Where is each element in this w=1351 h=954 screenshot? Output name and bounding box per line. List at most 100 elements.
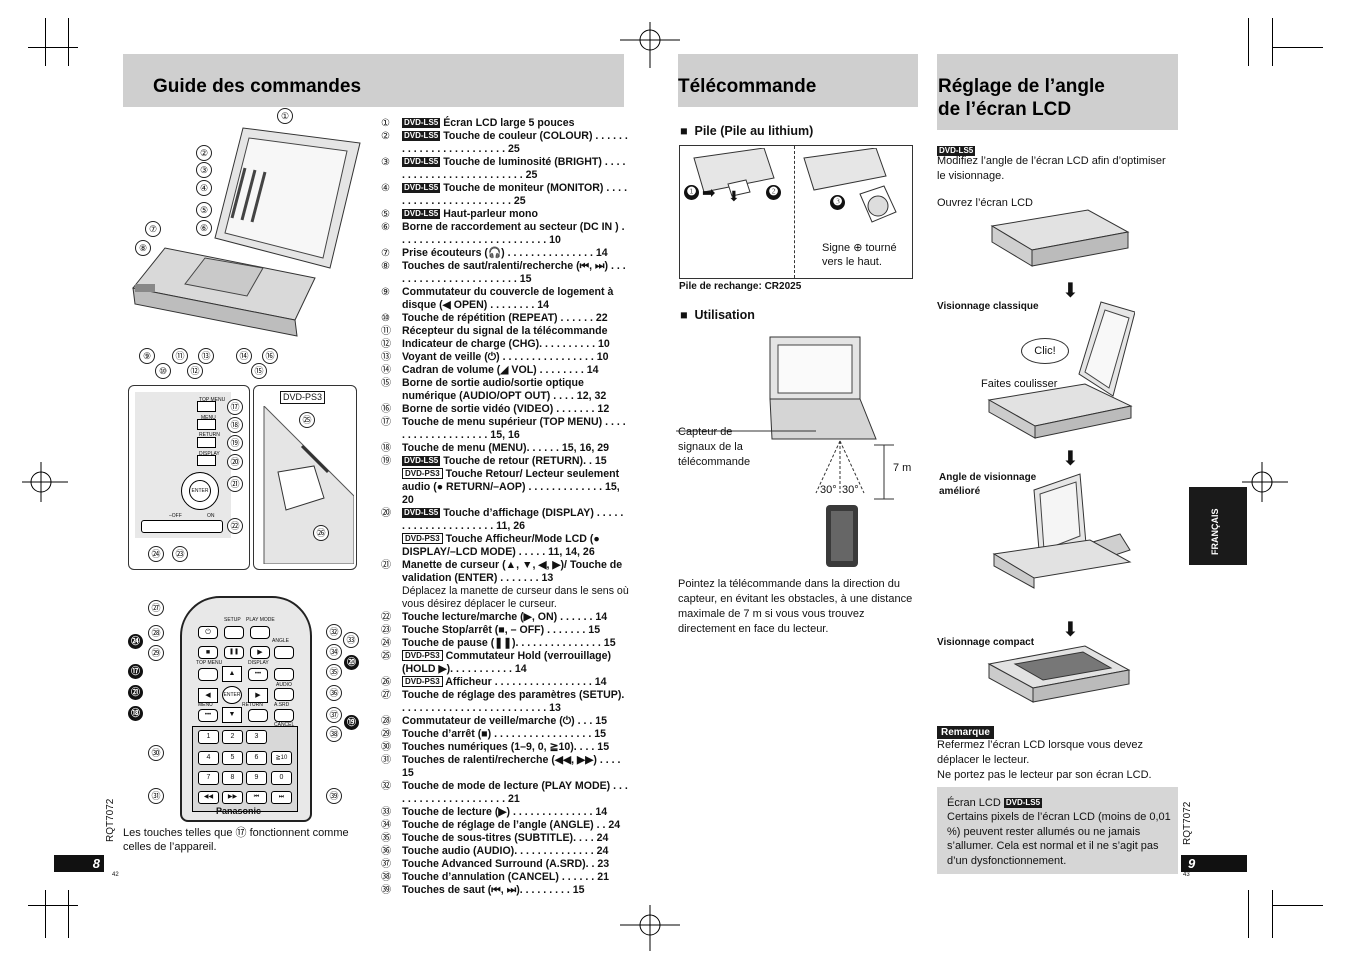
remote-back-drawing-2 xyxy=(803,148,897,223)
item-number: ④ xyxy=(381,183,390,194)
battery-heading-text: Pile (Pile au lithium) xyxy=(694,124,814,138)
item-number: ⑱ xyxy=(381,443,391,454)
item-text: Touche de réglage de l’angle (ANGLE) . .… xyxy=(402,819,621,831)
item-number: ⑤ xyxy=(381,209,390,220)
open-label: Ouvrez l’écran LCD xyxy=(937,197,1033,209)
remote-label: A.SRD xyxy=(274,702,290,708)
item-text: Touches numériques (1–9, 0, ≧10). . . . … xyxy=(402,741,610,753)
remote-digit: 7 xyxy=(198,771,219,785)
model-tag: DVD-PS3 xyxy=(402,533,443,544)
compact-view-drawing xyxy=(987,645,1131,703)
item-text-wrap: Touche lecture/marche (▶, ON) . . . . . … xyxy=(402,611,629,624)
item-text: Commutateur Hold (verrouillage) (HOLD ▶)… xyxy=(402,650,612,675)
item-text: Touche de répétition (REPEAT) . . . . . … xyxy=(402,312,608,324)
remote-label: MENU xyxy=(198,702,213,708)
item-text: Touche de luminosité (BRIGHT) . . . . . … xyxy=(402,156,626,181)
item-text: Touche de couleur (COLOUR) . . . . . . .… xyxy=(402,130,628,155)
note-box-tag: DVD-LS5 xyxy=(1003,798,1043,808)
item-number: ⑪ xyxy=(381,326,391,337)
lcd-title-1: Réglage de l’angle xyxy=(938,76,1105,97)
remote-enter: ENTER xyxy=(222,686,242,704)
remote-label: DISPLAY xyxy=(248,660,269,666)
control-list-item: DVD-PS3 Touche Afficheur/Mode LCD (● DIS… xyxy=(381,533,629,559)
control-list-item: ㊲ Touche Advanced Surround (A.SRD). . 23 xyxy=(381,858,629,871)
item-text-wrap: Commutateur du couvercle de logement à d… xyxy=(402,286,629,312)
improved-view-drawing xyxy=(992,473,1132,589)
item-text-wrap: Touche Stop/arrêt (■, – OFF) . . . . . .… xyxy=(402,624,629,637)
item-text-wrap: DVD-LS5 Écran LCD large 5 pouces xyxy=(402,117,629,130)
item-text: Touche d’annulation (CANCEL) . . . . . .… xyxy=(402,871,609,883)
remote-digit: 9 xyxy=(246,771,267,785)
arrow-right-icon: ➡ xyxy=(702,185,716,202)
item-number xyxy=(381,468,402,507)
item-text-wrap: DVD-LS5 Touche de moniteur (MONITOR) . .… xyxy=(402,182,629,208)
arrow-down-icon: ⬇ xyxy=(728,188,740,204)
item-number: ⑭ xyxy=(381,365,391,376)
model-tag: DVD-LS5 xyxy=(402,456,441,466)
remote-digit: 4 xyxy=(198,751,219,765)
item-text: Touche audio (AUDIO). . . . . . . . . . … xyxy=(402,845,609,857)
item-text: Touche de menu (MENU). . . . . . 15, 16,… xyxy=(402,442,610,454)
item-number: ⑧ xyxy=(381,261,390,272)
item-text-wrap: Touches de ralenti/recherche (◀◀, ▶▶) . … xyxy=(402,754,629,780)
item-number: ㉚ xyxy=(381,742,391,753)
item-number: ㉟ xyxy=(381,833,391,844)
item-text-wrap: Cadran de volume (◢ VOL) . . . . . . . .… xyxy=(402,364,629,377)
item-number xyxy=(381,585,402,611)
item-text-wrap: Touche de menu supérieur (TOP MENU) . . … xyxy=(402,416,629,442)
item-number: ② xyxy=(381,131,390,142)
item-text: Touche Stop/arrêt (■, – OFF) . . . . . .… xyxy=(402,624,601,636)
item-text-wrap: Touches de saut (⏮, ⏭). . . . . . . . . … xyxy=(402,884,629,897)
doc-code: RQT7072 xyxy=(105,798,116,842)
item-number: ㊲ xyxy=(381,859,391,870)
item-text-wrap: DVD-PS3 Touche Afficheur/Mode LCD (● DIS… xyxy=(402,533,629,559)
item-text: Touche de sous-titres (SUBTITLE). . . . … xyxy=(402,832,609,844)
language-tab-label: FRANÇAIS xyxy=(1210,508,1220,556)
item-text: Touche de retour (RETURN). . 15 xyxy=(443,455,607,467)
remote-label: SETUP xyxy=(224,617,241,623)
item-number: ⑰ xyxy=(381,417,391,428)
item-number: ㉞ xyxy=(381,820,391,831)
item-text-wrap: Touche Advanced Surround (A.SRD). . 23 xyxy=(402,858,629,871)
registration-mark-right xyxy=(1242,462,1288,502)
item-number: ⑫ xyxy=(381,339,391,350)
item-number: ㉛ xyxy=(381,755,391,766)
item-text: Borne de raccordement au secteur (DC IN … xyxy=(402,221,625,246)
note-box-text: Certains pixels de l’écran LCD (moins de… xyxy=(947,811,1171,867)
item-text-wrap: Touche de pause (❚❚). . . . . . . . . . … xyxy=(402,637,629,650)
device-label: –OFF xyxy=(169,513,182,519)
device-label: MENU xyxy=(201,415,216,421)
step-2-badge: ❷ xyxy=(766,185,781,200)
distance-label: 7 m xyxy=(893,462,912,474)
item-text: Touche de réglage des paramètres (SETUP)… xyxy=(402,689,625,714)
angle-left-label: 30° xyxy=(820,484,837,496)
item-text: Commutateur du couvercle de logement à d… xyxy=(402,286,614,311)
item-number: ㊳ xyxy=(381,872,391,883)
right-header: Réglage de l’angle de l’écran LCD xyxy=(937,54,1178,130)
usage-heading: ■ Utilisation xyxy=(680,308,755,322)
usage-text: Pointez la télécommande dans la directio… xyxy=(678,578,913,635)
left-header: Guide des commandes xyxy=(123,54,624,107)
item-number: ⑬ xyxy=(381,352,391,363)
item-number: ㉖ xyxy=(381,677,391,688)
item-text-wrap: DVD-LS5 Touche de luminosité (BRIGHT) . … xyxy=(402,156,629,182)
item-number: ㉙ xyxy=(381,729,391,740)
remote-label: PLAY MODE xyxy=(246,617,275,623)
item-text-wrap: Touches numériques (1–9, 0, ≧10). . . . … xyxy=(402,741,629,754)
remote-digit: 3 xyxy=(246,730,267,744)
item-text-wrap: Manette de curseur (▲, ▼, ◀, ▶)/ Touche … xyxy=(402,559,629,585)
device-detail-box: TOP MENU MENU RETURN DISPLAY ENTER –OFF … xyxy=(128,385,250,570)
item-text-wrap: Touche de sous-titres (SUBTITLE). . . . … xyxy=(402,832,629,845)
